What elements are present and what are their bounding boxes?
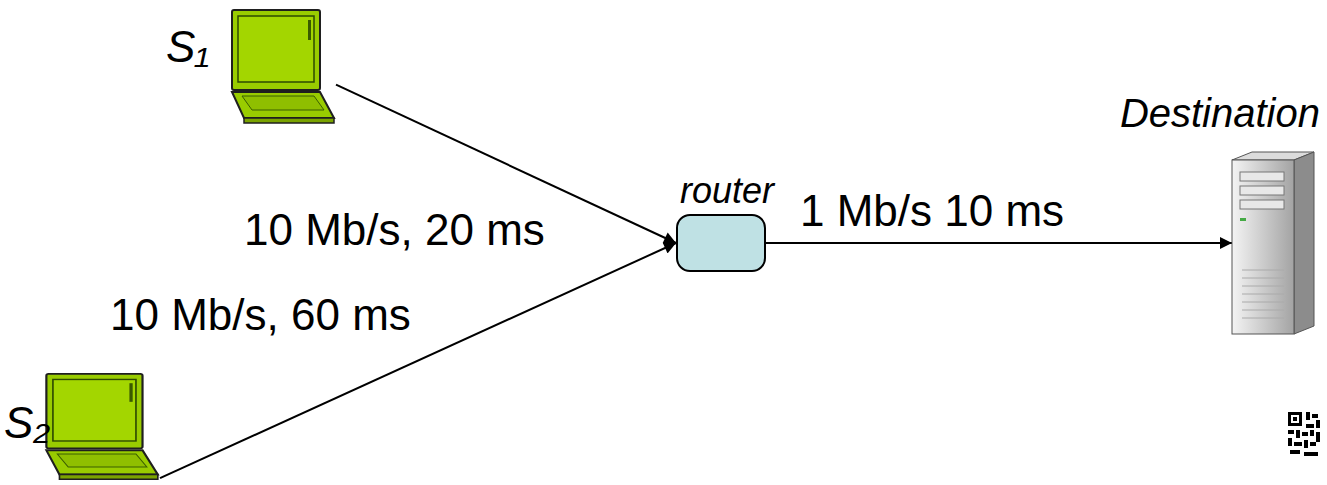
laptop-base	[232, 92, 334, 118]
laptop-lid	[232, 10, 320, 90]
node-label: S₁	[166, 22, 209, 73]
node-label: Destination	[1120, 90, 1320, 136]
laptop-lid	[46, 374, 142, 449]
server-front	[1232, 160, 1294, 334]
drive-bay	[1240, 200, 1284, 209]
link-line	[766, 242, 1232, 244]
laptop-mark	[308, 20, 311, 40]
server-led	[1240, 218, 1246, 221]
server-icon: Destination	[1232, 150, 1314, 336]
server-symbol	[1232, 150, 1314, 336]
link-label: 10 Mb/s, 60 ms	[106, 290, 415, 341]
server-vent	[1242, 278, 1284, 279]
laptop-keyboard	[57, 454, 147, 467]
laptop-base	[46, 450, 157, 474]
server-vent	[1242, 270, 1284, 271]
node-label: router	[680, 170, 774, 211]
drive-bay	[1240, 186, 1284, 195]
server-vent	[1242, 318, 1284, 319]
laptop-mark	[129, 383, 132, 402]
router-box: router	[676, 214, 766, 272]
server-vent	[1242, 286, 1284, 287]
server-vent	[1242, 310, 1284, 311]
link-label: 1 Mb/s 10 ms	[796, 186, 1068, 237]
server-side	[1294, 152, 1314, 334]
laptop-screen	[238, 16, 314, 82]
node-label: S₂	[4, 398, 50, 449]
sender-laptop: S₁	[228, 8, 336, 126]
sender-laptop: S₂	[42, 372, 160, 482]
laptop-symbol	[228, 8, 336, 126]
link-label: 10 Mb/s, 20 ms	[240, 205, 549, 256]
qr-code	[1288, 412, 1320, 456]
laptop-keyboard	[242, 96, 324, 110]
link-line	[160, 243, 676, 478]
laptop-screen	[53, 379, 136, 441]
server-vent	[1242, 302, 1284, 303]
drive-bay	[1240, 172, 1284, 181]
server-vent	[1242, 294, 1284, 295]
laptop-front	[59, 475, 157, 480]
laptop-symbol	[42, 372, 160, 482]
laptop-front	[244, 118, 334, 123]
